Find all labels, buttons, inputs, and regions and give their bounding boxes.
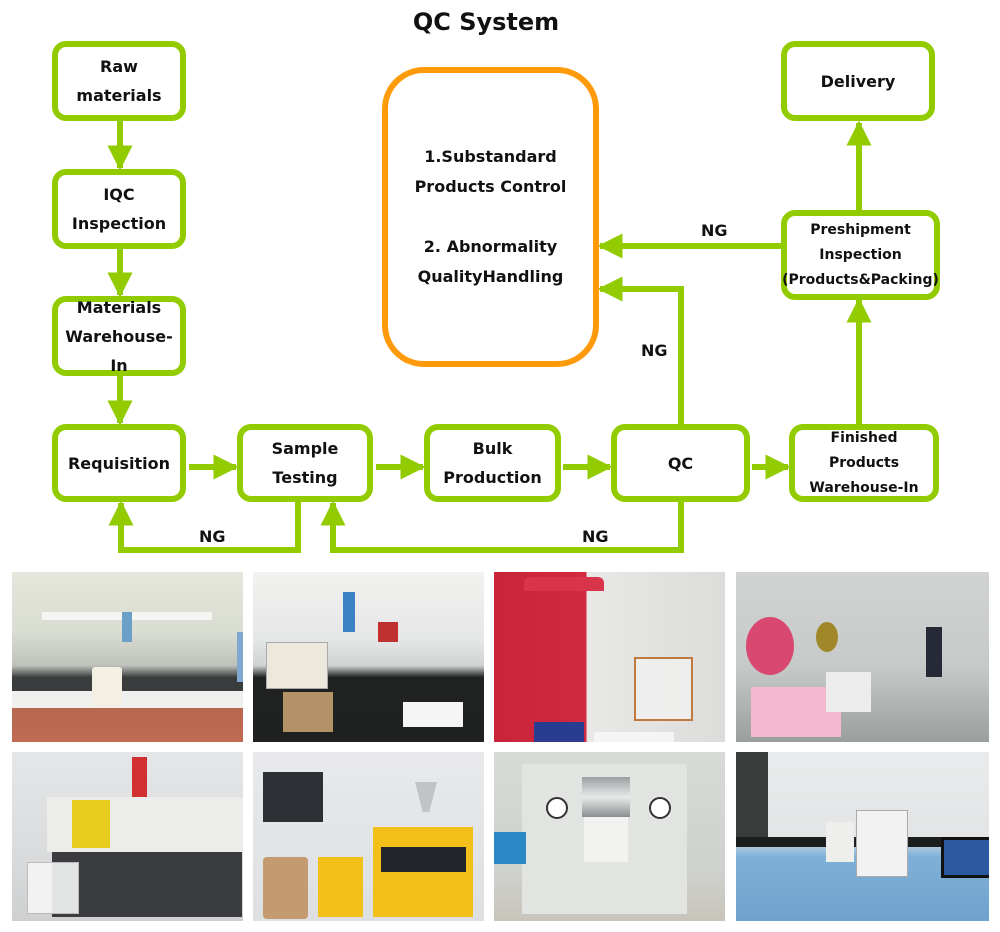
photo-testing-bench bbox=[253, 572, 484, 742]
ng-label-qc-back: NG bbox=[582, 527, 609, 546]
photo-lab-bench bbox=[12, 572, 243, 742]
ng-label-preshipment: NG bbox=[701, 221, 728, 240]
photo-injection-molding bbox=[12, 752, 243, 921]
arrow-qc-ng-to-handling bbox=[597, 276, 684, 425]
diagram-title: QC System bbox=[412, 8, 560, 36]
photo-technician-balance bbox=[494, 572, 725, 742]
arrow-sample-ng-to-requisition bbox=[108, 500, 301, 553]
arrow-qc-ng-to-sample bbox=[320, 500, 684, 553]
photo-color-presses bbox=[736, 572, 989, 742]
node-finished-products-warehouse-in: Finished Products Warehouse-In bbox=[789, 424, 939, 502]
node-raw-materials: Raw materials bbox=[52, 41, 186, 121]
node-quality-handling: 1.Substandard Products Control 2. Abnorm… bbox=[382, 67, 599, 367]
node-materials-warehouse-in: Materials Warehouse-In bbox=[52, 296, 186, 376]
flow-connectors bbox=[107, 120, 872, 553]
photo-three-roll-mill bbox=[494, 752, 725, 921]
photo-extruder bbox=[253, 752, 484, 921]
node-delivery: Delivery bbox=[781, 41, 935, 121]
node-preshipment-inspection: Preshipment Inspection (Products&Packing… bbox=[781, 210, 940, 300]
node-sample-testing: Sample Testing bbox=[237, 424, 373, 502]
node-iqc-inspection: IQC Inspection bbox=[52, 169, 186, 249]
ng-label-sample: NG bbox=[199, 527, 226, 546]
ng-label-qc-up: NG bbox=[641, 341, 668, 360]
node-requisition: Requisition bbox=[52, 424, 186, 502]
node-bulk-production: Bulk Production bbox=[424, 424, 561, 502]
photo-hplc-lab bbox=[736, 752, 989, 921]
node-qc: QC bbox=[611, 424, 750, 502]
